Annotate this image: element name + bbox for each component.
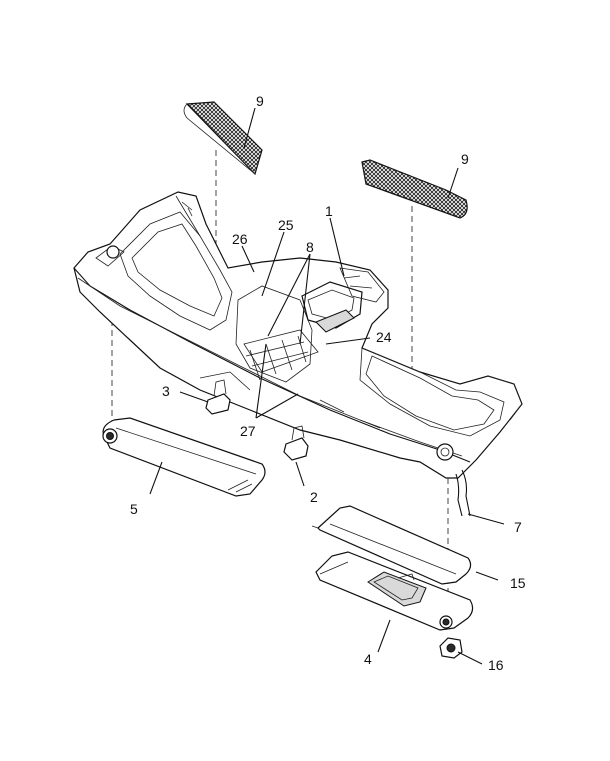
callout-2: 2 <box>310 489 318 505</box>
callout-5: 5 <box>130 501 138 517</box>
callout-27: 27 <box>240 423 256 439</box>
right-insulator-pad <box>361 159 468 219</box>
left-insulator-pad <box>183 101 263 176</box>
overhead-console-panel <box>73 191 523 517</box>
clip-part-2 <box>283 425 309 461</box>
right-sunvisor-cover <box>311 505 472 585</box>
clip-part-3 <box>205 379 231 415</box>
visor-pivot-bracket <box>439 615 463 659</box>
left-sunvisor <box>102 417 266 497</box>
callout-24: 24 <box>376 329 392 345</box>
callout-1: 1 <box>325 203 333 219</box>
callout-3: 3 <box>162 383 170 399</box>
callout-9-left: 9 <box>256 93 264 109</box>
callout-4: 4 <box>364 651 372 667</box>
callout-16: 16 <box>488 657 504 673</box>
right-sunvisor-mirror <box>315 551 474 631</box>
leader-lines <box>149 107 505 665</box>
callout-15: 15 <box>510 575 526 591</box>
callout-25: 25 <box>278 217 294 233</box>
callout-labels: 9 9 1 25 26 8 24 3 27 5 2 7 15 4 16 <box>130 93 526 673</box>
callout-26: 26 <box>232 231 248 247</box>
callout-7: 7 <box>514 519 522 535</box>
callout-8: 8 <box>306 239 314 255</box>
callout-9-right: 9 <box>461 151 469 167</box>
